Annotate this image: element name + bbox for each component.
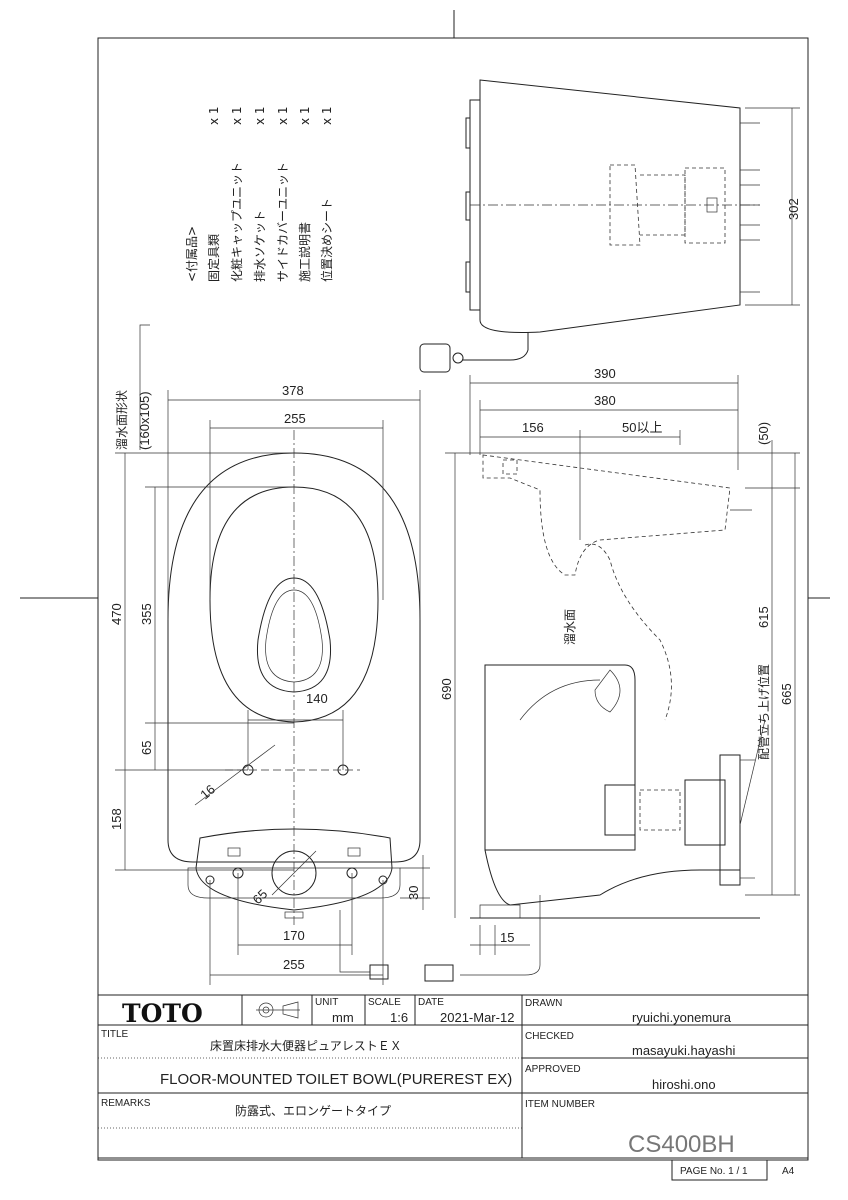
scale-value: 1:6 (390, 1010, 408, 1025)
dim-158: 158 (109, 808, 124, 830)
item-number-value: CS400BH (628, 1131, 735, 1158)
dim-302: 302 (786, 198, 801, 220)
third-angle-projection-icon (256, 1001, 300, 1019)
scale-label: SCALE (368, 997, 401, 1008)
dim-170: 170 (283, 928, 305, 943)
accessories-list: <付属品> 固定具類 化粧キャップユニット 排水ソケット サイドカバーユニット … (185, 106, 334, 282)
accessory-item: 化粧キャップユニット (230, 162, 244, 282)
checked-value: masayuki.hayashi (632, 1043, 735, 1058)
water-surface-label: 溜水面 (562, 609, 577, 645)
dim-378: 378 (282, 383, 304, 398)
dim-380: 380 (594, 393, 616, 408)
dim-255-bottom: 255 (283, 957, 305, 972)
approved-label: APPROVED (525, 1064, 581, 1075)
sheet-frame (97, 37, 809, 1161)
date-label: DATE (418, 997, 444, 1008)
water-surface-size: (160x105) (137, 391, 152, 450)
accessory-qty: x 1 (276, 106, 290, 125)
dim-470: 470 (109, 603, 124, 625)
accessory-item: 固定具類 (206, 234, 221, 282)
dim-156: 156 (522, 420, 544, 435)
dim-15: 15 (500, 930, 514, 945)
date-value: 2021-Mar-12 (440, 1010, 514, 1025)
plan-view: 378 255 470 355 65 158 140 16 65 170 255… (109, 324, 430, 985)
dim-140: 140 (306, 691, 328, 706)
accessory-item: 位置決めシート (319, 198, 334, 282)
dim-16: 16 (197, 782, 218, 803)
checked-label: CHECKED (525, 1031, 574, 1042)
title-english: FLOOR-MOUNTED TOILET BOWL(PUREREST EX) (160, 1071, 512, 1088)
remarks-value: 防露式、エロンゲートタイプ (235, 1103, 391, 1118)
toto-logo: TOTO (122, 999, 203, 1028)
approved-value: hiroshi.ono (652, 1077, 716, 1092)
dim-50-or-more: 50以上 (622, 420, 662, 435)
side-view: 390 380 156 50以上 (50) 690 615 665 15 溜水面… (424, 366, 800, 982)
accessory-qty: x 1 (207, 106, 221, 125)
accessory-qty: x 1 (253, 106, 267, 125)
title-japanese: 床置床排水大便器ピュアレストＥＸ (210, 1039, 402, 1053)
accessory-item: 施工説明書 (297, 222, 312, 282)
drawn-value: ryuichi.yonemura (632, 1010, 732, 1025)
top-view: 302 (419, 79, 801, 373)
unit-label: UNIT (315, 997, 338, 1008)
page-number: PAGE No. 1 / 1 (680, 1166, 748, 1177)
accessory-item: サイドカバーユニット (276, 162, 290, 282)
accessory-item: 排水ソケット (253, 210, 267, 282)
dim-690: 690 (439, 678, 454, 700)
title-block: TOTO UNIT mm SCALE 1:6 DATE 2021-Mar-12 … (97, 994, 809, 1181)
dim-390: 390 (594, 366, 616, 381)
accessory-qty: x 1 (320, 106, 334, 125)
unit-value: mm (332, 1010, 354, 1025)
pipe-position-label: 配管立ち上げ位置 (756, 664, 771, 760)
title-label: TITLE (101, 1029, 129, 1040)
accessories-heading: <付属品> (185, 226, 199, 282)
drawn-label: DRAWN (525, 998, 562, 1009)
dim-615: 615 (756, 606, 771, 628)
accessory-qty: x 1 (230, 106, 244, 125)
dim-30: 30 (406, 886, 421, 900)
dim-65: 65 (139, 741, 154, 755)
water-surface-shape-label: 溜水面形状 (114, 390, 129, 450)
dim-355: 355 (139, 603, 154, 625)
dim-665: 665 (779, 683, 794, 705)
paper-size: A4 (782, 1166, 795, 1177)
item-number-label: ITEM NUMBER (525, 1099, 595, 1110)
dim-255: 255 (284, 411, 306, 426)
dim-50-paren: (50) (756, 422, 771, 445)
accessory-qty: x 1 (298, 106, 312, 125)
remarks-label: REMARKS (101, 1098, 151, 1109)
